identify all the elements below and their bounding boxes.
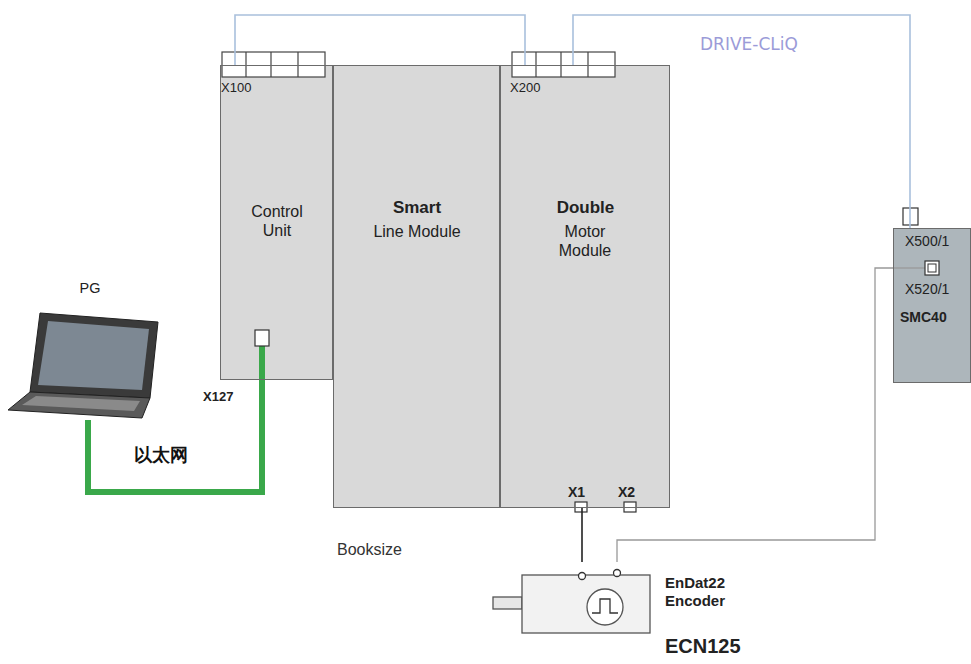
motor-node: EnDat22 EncoderECN125 — [490, 562, 790, 660]
power-cable — [581, 508, 583, 562]
module-name: Control Unit — [237, 202, 317, 240]
encoder-port — [928, 264, 936, 272]
smc40-housing — [893, 228, 971, 383]
motor-port — [624, 502, 636, 512]
connector-name: X2 — [618, 484, 635, 501]
drive-cliq-cable — [573, 15, 910, 228]
line-module-housing — [333, 65, 500, 508]
module-name: Double — [521, 198, 650, 218]
encoder-cable — [617, 268, 893, 562]
form-factor-note: Booksize — [337, 540, 402, 559]
connector-name: X127 — [203, 389, 233, 405]
connector-name: X100 — [221, 80, 251, 96]
encoder-port — [925, 261, 939, 275]
connector-name: X1 — [568, 484, 585, 501]
control-unit-housing — [220, 65, 333, 380]
edge-label: 以太网 — [134, 444, 188, 466]
module-box: Control Unit — [220, 65, 333, 380]
module-name: Line Module — [372, 222, 462, 241]
device-name: PG — [10, 280, 170, 297]
module-name: Smart — [354, 198, 480, 218]
laptop-icon — [8, 313, 158, 418]
motor-module-housing — [500, 65, 670, 508]
module-box: DoubleMotor Module — [500, 65, 670, 508]
ethernet-port — [255, 330, 269, 346]
module-box: SmartLine Module — [333, 65, 500, 508]
ethernet-cable — [88, 380, 262, 492]
computer-node: PG — [10, 280, 170, 420]
module-name: Motor Module — [540, 222, 630, 260]
connector-name: X500/1 — [905, 233, 949, 250]
ethernet-cable — [259, 346, 265, 380]
edge-label: DRIVE-CLiQ — [700, 34, 798, 54]
motor-symbol — [493, 570, 650, 634]
motor-port — [575, 502, 587, 512]
drive-cliq-cable — [235, 15, 525, 65]
encoder-type: ECN125 — [665, 634, 775, 658]
sensor-module-box: SMC40 — [893, 228, 971, 383]
encoder-name: EnDat22 Encoder — [665, 574, 747, 610]
connector-name: X520/1 — [905, 281, 949, 298]
module-name: SMC40 — [900, 309, 966, 326]
encoder-cable — [893, 267, 925, 268]
connector-name: X200 — [510, 80, 540, 96]
